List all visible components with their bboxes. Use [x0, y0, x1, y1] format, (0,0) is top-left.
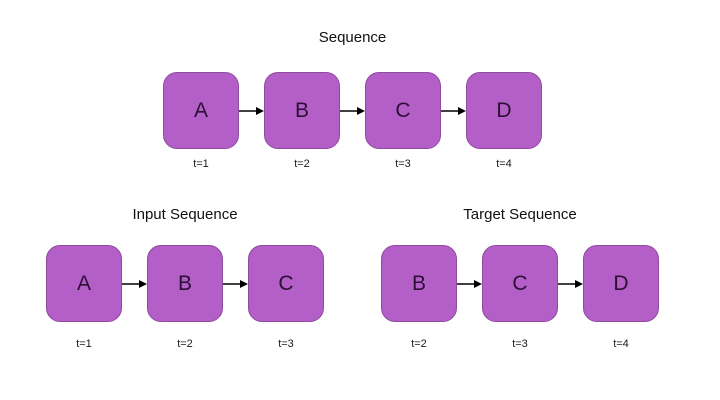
time-label: t=2 — [294, 158, 310, 170]
target-sequence-node-row: B t=2 C t=3 D t=4 — [381, 245, 659, 350]
node-box: C — [248, 245, 324, 322]
node-letter: B — [294, 99, 309, 122]
node-letter: C — [395, 99, 411, 122]
node-cell: C t=3 — [248, 245, 324, 350]
time-label: t=3 — [512, 338, 528, 350]
sequence-diagram-group: Sequence A t=1 B t=2 C t=3 — [163, 29, 542, 170]
input-sequence-node-row: A t=1 B t=2 C t=3 — [46, 245, 324, 350]
time-label: t=3 — [395, 158, 411, 170]
target-sequence-diagram-group: Target Sequence B t=2 C t=3 D t=4 — [381, 206, 659, 350]
node-box: A — [46, 245, 122, 322]
node-cell: D t=4 — [466, 72, 542, 170]
node-box: A — [163, 72, 239, 149]
sequence-node-row: A t=1 B t=2 C t=3 D t= — [163, 72, 542, 170]
node-letter: A — [193, 99, 208, 122]
input-sequence-title: Input Sequence — [132, 206, 238, 223]
right-arrow-icon — [457, 245, 482, 322]
node-letter: B — [411, 272, 426, 295]
node-letter: C — [512, 272, 528, 295]
target-sequence-title: Target Sequence — [463, 206, 577, 223]
right-arrow-icon — [340, 72, 365, 149]
node-box: B — [264, 72, 340, 149]
node-cell: B t=2 — [147, 245, 223, 350]
node-cell: C t=3 — [482, 245, 558, 350]
right-arrow-icon — [441, 72, 466, 149]
node-cell: D t=4 — [583, 245, 659, 350]
input-sequence-diagram-group: Input Sequence A t=1 B t=2 C t=3 — [46, 206, 324, 350]
right-arrow-icon — [239, 72, 264, 149]
node-letter: C — [278, 272, 294, 295]
time-label: t=4 — [613, 338, 629, 350]
node-box: B — [147, 245, 223, 322]
node-cell: A t=1 — [163, 72, 239, 170]
node-box: C — [482, 245, 558, 322]
node-box: C — [365, 72, 441, 149]
time-label: t=2 — [177, 338, 193, 350]
node-cell: A t=1 — [46, 245, 122, 350]
node-letter: D — [496, 99, 512, 122]
time-label: t=2 — [411, 338, 427, 350]
node-cell: B t=2 — [264, 72, 340, 170]
node-letter: D — [613, 272, 629, 295]
right-arrow-icon — [558, 245, 583, 322]
sequence-title: Sequence — [318, 29, 387, 46]
time-label: t=1 — [76, 338, 92, 350]
node-letter: B — [177, 272, 192, 295]
node-box: D — [583, 245, 659, 322]
time-label: t=3 — [278, 338, 294, 350]
right-arrow-icon — [223, 245, 248, 322]
node-box: B — [381, 245, 457, 322]
node-box: D — [466, 72, 542, 149]
time-label: t=1 — [193, 158, 209, 170]
time-label: t=4 — [496, 158, 512, 170]
node-cell: B t=2 — [381, 245, 457, 350]
node-cell: C t=3 — [365, 72, 441, 170]
right-arrow-icon — [122, 245, 147, 322]
node-letter: A — [76, 272, 91, 295]
